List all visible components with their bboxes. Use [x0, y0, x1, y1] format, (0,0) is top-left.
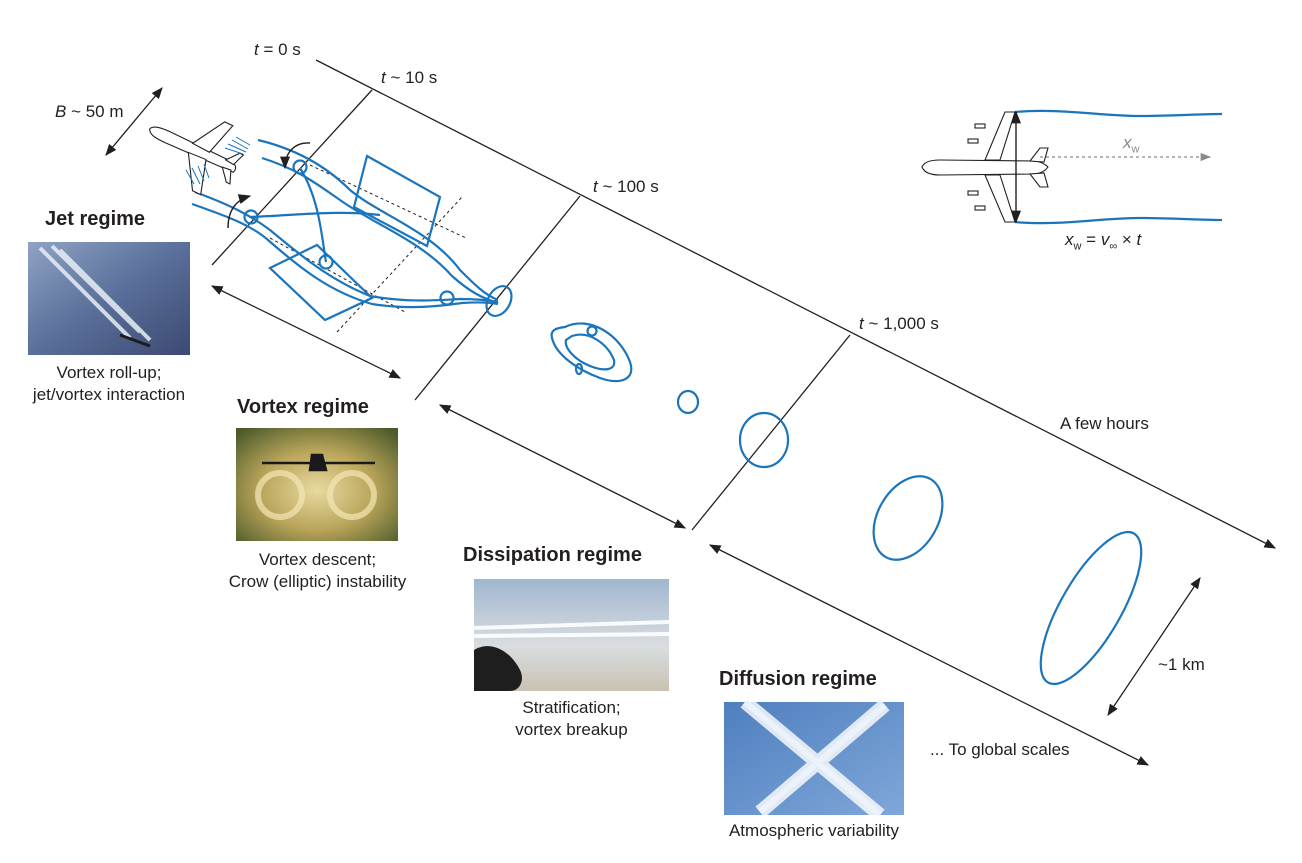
vortex-caption-line-1: Vortex descent;	[258, 550, 377, 569]
global-scales-label: ... To global scales	[930, 740, 1070, 759]
time-label-t1000: t ~ 1,000 s	[859, 314, 939, 333]
diffusion-caption-line-1: Atmospheric variability	[728, 821, 900, 840]
inset-aircraft-icon	[921, 111, 1049, 223]
medium-cross-section	[738, 411, 790, 469]
inset-formula: xw = v∞ × t	[1065, 230, 1142, 253]
time-label-t100: t ~ 100 s	[593, 177, 659, 196]
engine-exhaust-icon	[185, 136, 251, 185]
cross-section-plane-lower	[268, 243, 374, 322]
jet-regime-caption: Vortex roll-up; jet/vortex interaction	[4, 362, 214, 406]
timeline-boundary-lines	[211, 59, 1277, 549]
time-label-t10: t ~ 10 s	[381, 68, 438, 87]
dashed-guide-lines	[269, 164, 467, 333]
time-label-few-hours: A few hours	[1060, 414, 1149, 433]
dissipation-caption-line-1: Stratification;	[522, 698, 621, 717]
rotation-arrows	[227, 142, 311, 229]
km-scale-arrow	[1107, 577, 1201, 716]
vortex-core-4	[439, 290, 455, 306]
dissipation-regime-caption: Stratification; vortex breakup	[474, 697, 669, 741]
wake-cross-sections	[550, 322, 1143, 686]
timeline-top-arrow	[315, 59, 1277, 549]
largest-cross-section	[1039, 530, 1143, 686]
division-line-t1000	[691, 334, 851, 531]
vortex-core-2	[243, 209, 259, 225]
division-line-t100	[414, 195, 581, 401]
inset-axis-label: xw	[1123, 133, 1140, 156]
vortex-pair-cross-section	[485, 284, 513, 318]
inset-wake-boundary	[1014, 109, 1223, 225]
jet-caption-line-2: jet/vortex interaction	[32, 385, 186, 404]
vortex-regime-caption: Vortex descent; Crow (elliptic) instabil…	[200, 549, 435, 593]
dissipation-regime-title: Dissipation regime	[463, 544, 642, 566]
diffusion-regime-title: Diffusion regime	[719, 668, 877, 690]
vortex-core-1	[292, 159, 308, 175]
wingspan-label: B ~ 50 m	[55, 102, 124, 121]
large-cross-section	[872, 475, 944, 561]
vortex-regime-title: Vortex regime	[237, 396, 369, 418]
vortex-caption-line-2: Crow (elliptic) instability	[228, 572, 407, 591]
dissipation-regime-photo	[473, 579, 670, 691]
dissipation-cross-section	[550, 322, 633, 383]
division-line-t10	[211, 89, 373, 266]
vortex-regime-photo	[236, 428, 398, 541]
jet-caption-line-1: Vortex roll-up;	[56, 363, 162, 382]
regime-span-arrows	[105, 87, 1201, 766]
wingspan-arrow	[105, 87, 163, 156]
jet-regime-span-arrow	[210, 285, 402, 379]
time-label-t0: t = 0 s	[254, 40, 301, 59]
km-scale-label: ~1 km	[1158, 655, 1205, 674]
jet-regime-photo	[28, 242, 190, 355]
dissipation-caption-line-2: vortex breakup	[515, 720, 628, 739]
diffusion-regime-caption: Atmospheric variability	[700, 820, 928, 842]
vortex-core-3	[318, 254, 334, 270]
aircraft-icon	[149, 121, 245, 196]
jet-regime-title: Jet regime	[45, 208, 146, 230]
vortex-regime-span-arrow	[438, 404, 687, 529]
small-cross-section	[676, 389, 700, 415]
diffusion-regime-span-arrow	[708, 544, 1150, 766]
jet-wake-structure	[191, 138, 513, 322]
cross-section-plane-upper	[352, 154, 442, 248]
diffusion-regime-photo	[724, 696, 904, 821]
